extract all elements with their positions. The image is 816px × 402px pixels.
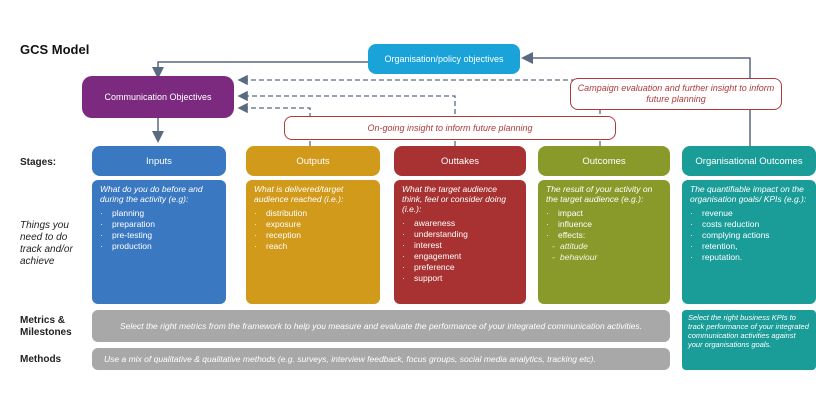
list-item: reputation.	[690, 252, 808, 263]
row-label-methods: Methods	[20, 354, 62, 365]
list-item: engagement	[402, 251, 518, 262]
list-item: support	[402, 273, 518, 284]
list-item: understanding	[402, 229, 518, 240]
outtakes-body: What the target audience think, feel or …	[394, 180, 526, 304]
list-item: reception	[254, 230, 372, 241]
list-item: exposure	[254, 219, 372, 230]
outcomes-body: The result of your activity on the targe…	[538, 180, 670, 304]
metrics-bar: Select the right metrics from the framew…	[92, 310, 670, 342]
list-item: preparation	[100, 219, 218, 230]
outputs-question: What is delivered/target audience reache…	[254, 184, 344, 204]
organisational-outcomes-body: The quantifiable impact on the organisat…	[682, 180, 816, 304]
outcomes-question: The result of your activity on the targe…	[546, 184, 653, 204]
methods-bar: Use a mix of qualitative & qualitative m…	[92, 348, 670, 370]
list-item: retention,	[690, 241, 808, 252]
list-item: complying actions	[690, 230, 808, 241]
list-item: revenue	[690, 208, 808, 219]
row-label-stages: Stages:	[20, 157, 57, 168]
communication-objectives-box: Communication Objectives	[82, 76, 234, 118]
list-item: costs reduction	[690, 219, 808, 230]
stage-organisational-outcomes: Organisational Outcomes	[682, 146, 816, 176]
list-item: interest	[402, 240, 518, 251]
ongoing-insight-box: On-going insight to inform future planni…	[284, 116, 616, 140]
list-item: production	[100, 241, 218, 252]
stage-outtakes: Outtakes	[394, 146, 526, 176]
list-subitem: attitude	[546, 241, 662, 252]
stage-outputs: Outputs	[246, 146, 380, 176]
outtakes-question: What the target audience think, feel or …	[402, 184, 506, 214]
dashed-feedback-4	[237, 102, 311, 118]
stage-inputs: Inputs	[92, 146, 226, 176]
list-item: reach	[254, 241, 372, 252]
list-item: pre-testing	[100, 230, 218, 241]
arrow-outcomes-to-org	[521, 52, 751, 146]
diagram-title: GCS Model	[20, 42, 90, 57]
inputs-question: What do you do before and during the act…	[100, 184, 203, 204]
org-policy-objectives-box: Organisation/policy objectives	[368, 44, 520, 74]
row-label-things: Things you need to do track and/or achie…	[20, 220, 73, 267]
kpi-note: Select the right business KPIs to track …	[682, 310, 816, 370]
arrow-org-to-objectives	[152, 61, 370, 79]
list-item: impact	[546, 208, 662, 219]
stage-outcomes: Outcomes	[538, 146, 670, 176]
campaign-evaluation-box: Campaign evaluation and further insight …	[570, 78, 782, 110]
row-label-metrics: Metrics & Milestones	[20, 315, 72, 338]
list-subitem: behaviour	[546, 252, 662, 263]
list-item: influence	[546, 219, 662, 230]
outputs-body: What is delivered/target audience reache…	[246, 180, 380, 304]
list-item: preference	[402, 262, 518, 273]
list-item: distribution	[254, 208, 372, 219]
list-item: effects:	[546, 230, 662, 241]
org-outcomes-question: The quantifiable impact on the organisat…	[690, 184, 807, 204]
list-item: awareness	[402, 218, 518, 229]
list-item: planning	[100, 208, 218, 219]
inputs-body: What do you do before and during the act…	[92, 180, 226, 304]
